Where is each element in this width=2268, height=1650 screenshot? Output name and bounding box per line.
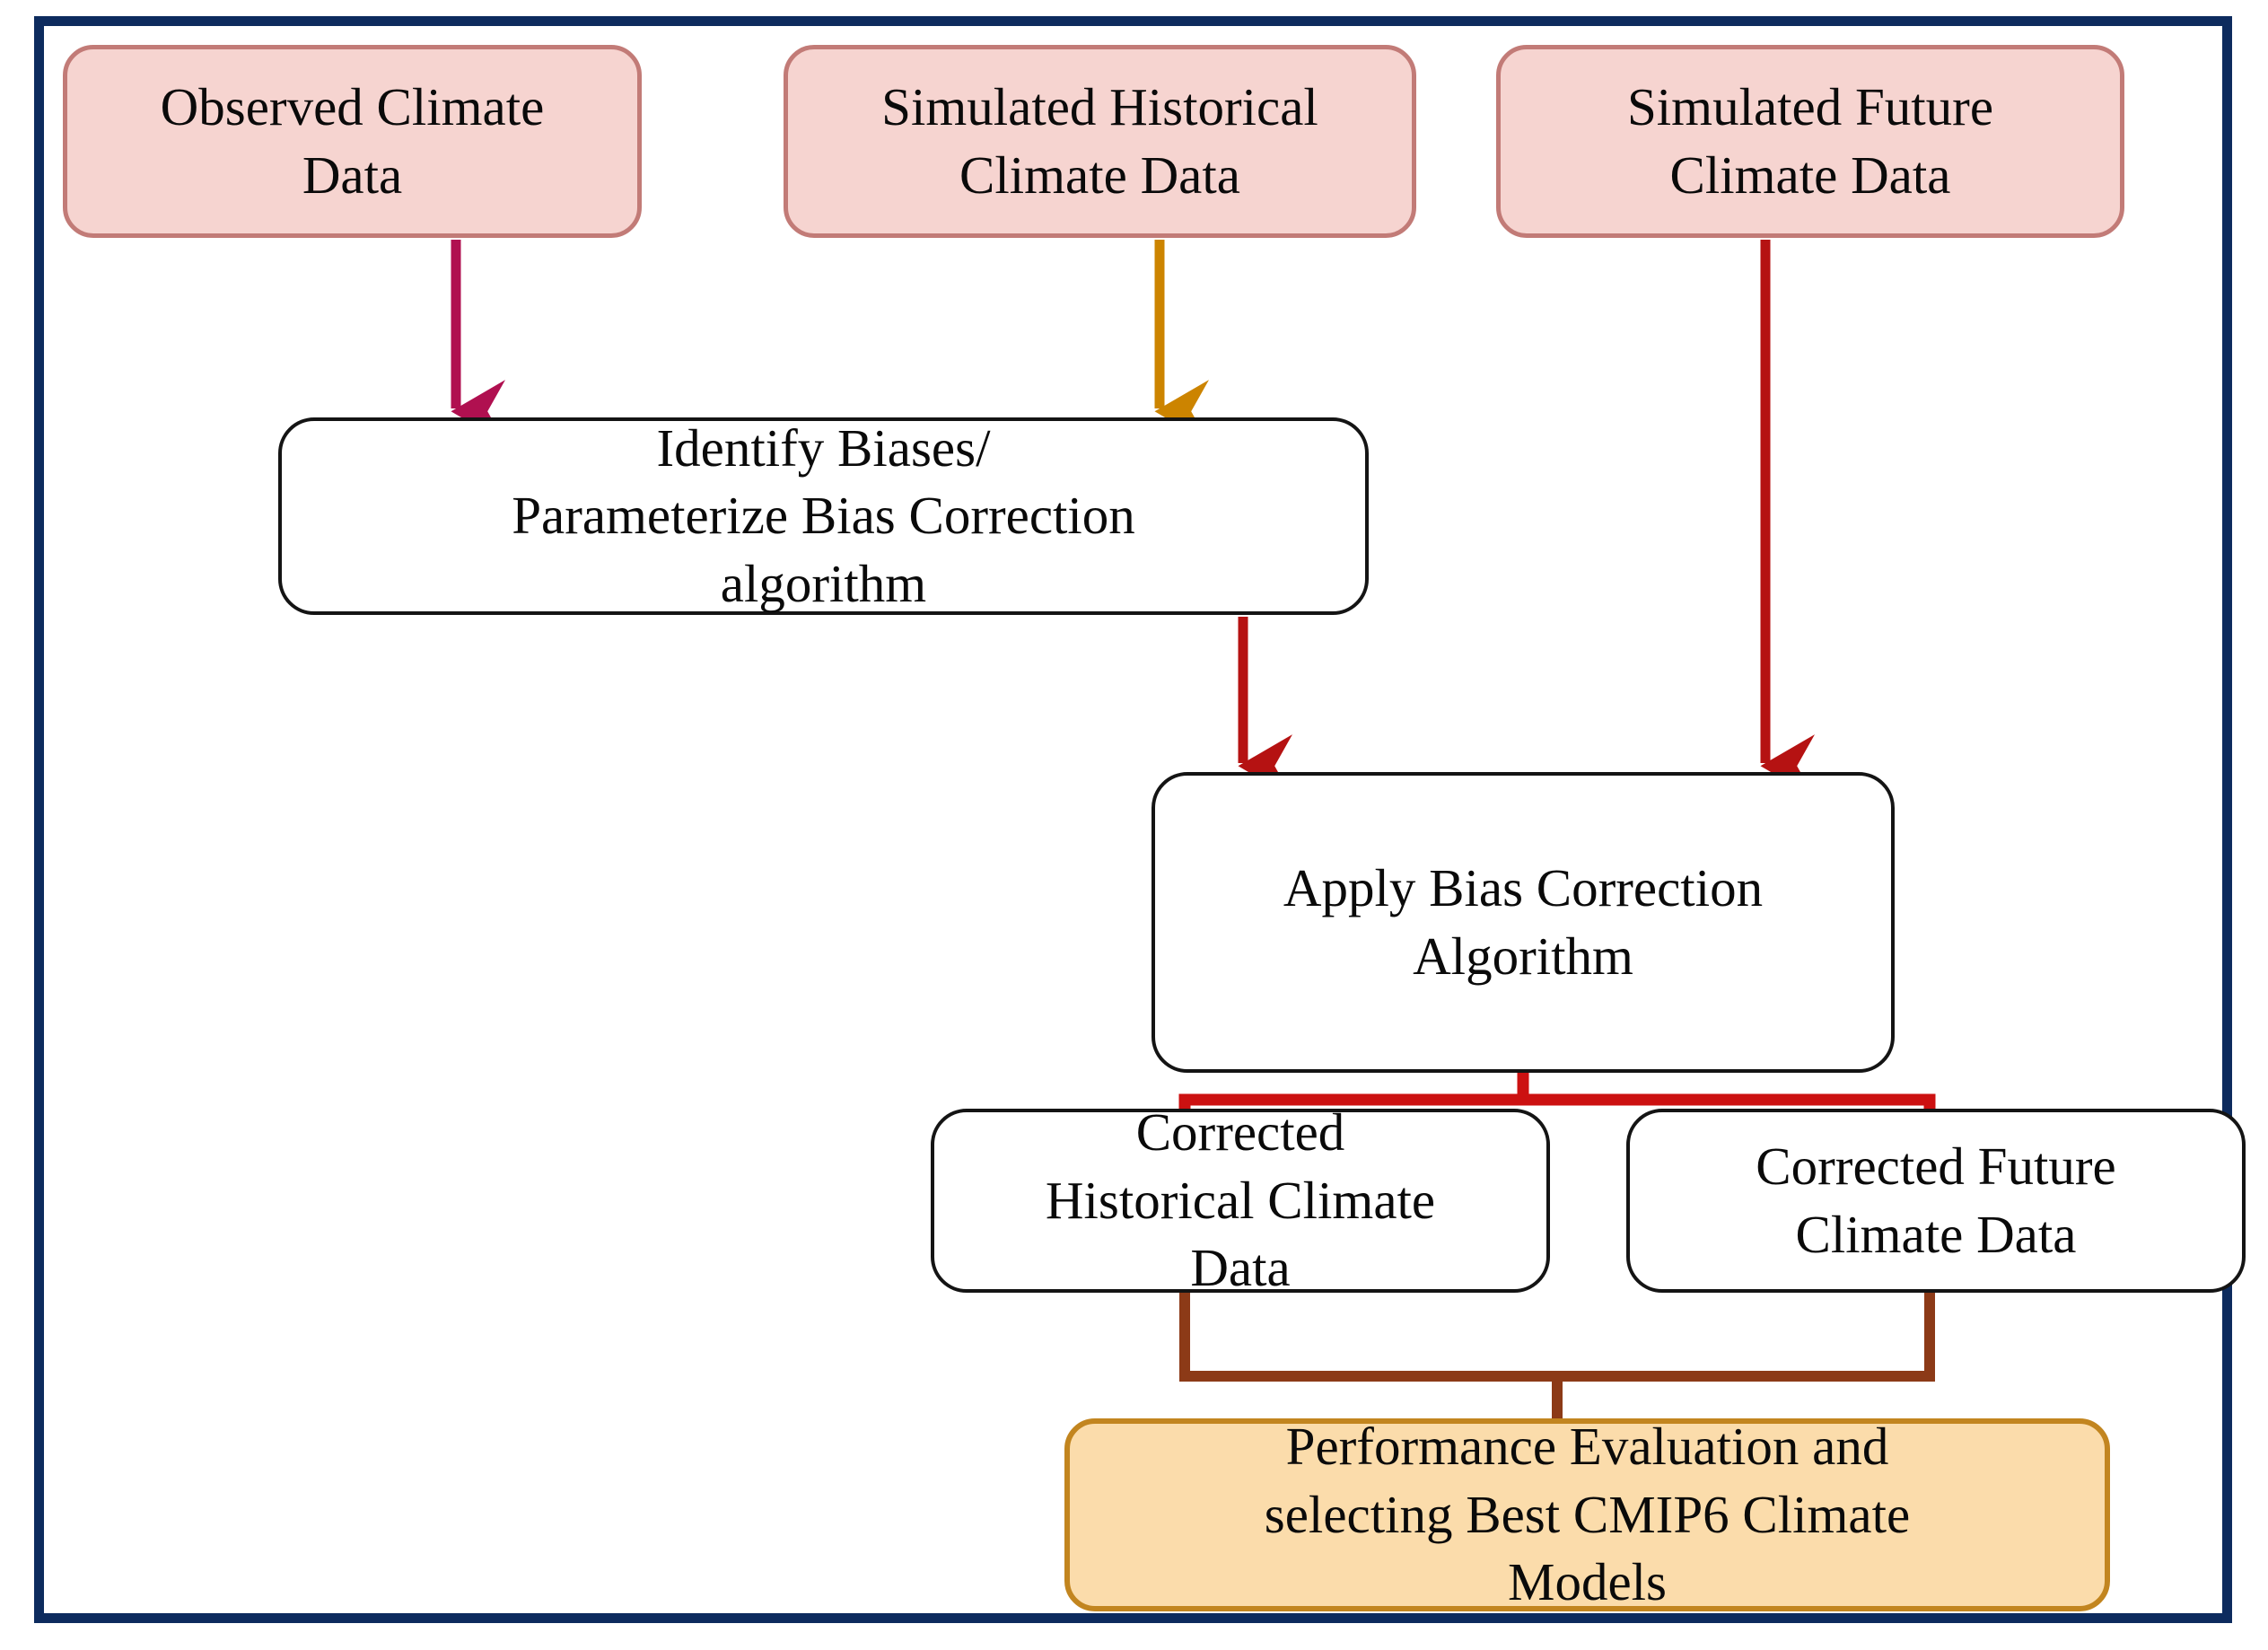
node-identify-biases-label: Identify Biases/ Parameterize Bias Corre… [512, 417, 1135, 613]
node-performance-evaluation-label: Performance Evaluation and selecting Bes… [1264, 1417, 1911, 1612]
node-apply-bias-correction-algorithm[interactable]: Apply Bias Correction Algorithm [1152, 772, 1895, 1073]
node-corrected-future-climate-data[interactable]: Corrected Future Climate Data [1626, 1109, 2246, 1293]
node-observed-climate-data-label: Observed Climate Data [160, 76, 545, 205]
diagram-outer-frame [34, 16, 2232, 1623]
node-simulated-future-climate-data[interactable]: Simulated Future Climate Data [1496, 45, 2124, 238]
node-simulated-historical-climate-data[interactable]: Simulated Historical Climate Data [784, 45, 1416, 238]
node-identify-biases[interactable]: Identify Biases/ Parameterize Bias Corre… [278, 417, 1369, 615]
node-corrected-historical-climate-data[interactable]: Corrected Historical Climate Data [931, 1102, 1550, 1297]
node-simulated-historical-climate-data-label: Simulated Historical Climate Data [881, 76, 1318, 205]
node-performance-evaluation[interactable]: Performance Evaluation and selecting Bes… [1064, 1417, 2110, 1611]
node-corrected-historical-climate-data-label: Corrected Historical Climate Data [1045, 1102, 1436, 1298]
node-simulated-future-climate-data-label: Simulated Future Climate Data [1626, 76, 1994, 205]
node-observed-climate-data[interactable]: Observed Climate Data [63, 45, 642, 238]
node-apply-bias-correction-algorithm-label: Apply Bias Correction Algorithm [1283, 857, 1764, 986]
node-corrected-future-climate-data-label: Corrected Future Climate Data [1756, 1136, 2116, 1264]
